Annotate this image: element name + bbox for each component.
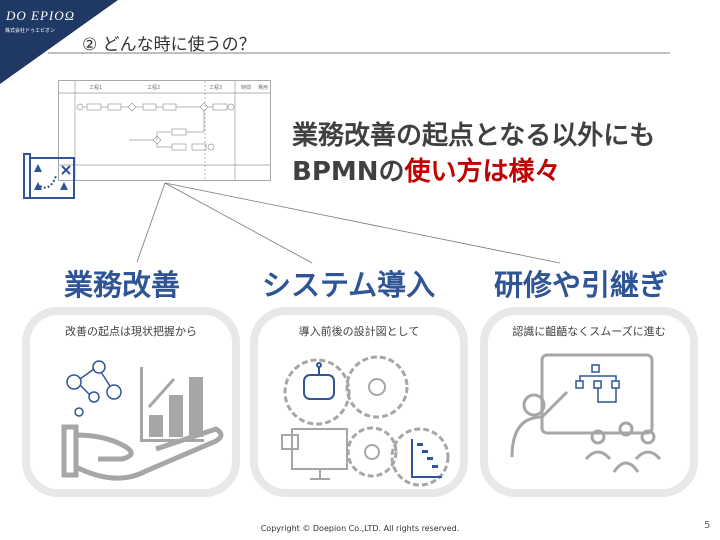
- diagram-header: 費用: [258, 85, 269, 91]
- corner-banner: [0, 0, 118, 84]
- card-caption: 導入前後の設計図として: [298, 325, 420, 338]
- bpmn-diagram-thumbnail: 工程1 工程2 工程3 時間 費用: [58, 80, 271, 181]
- diagram-header: 工程2: [147, 85, 161, 91]
- logo: DO EPIOΩ: [6, 8, 76, 23]
- presentation-icon: [510, 353, 662, 473]
- card-system: 導入前後の設計図として: [250, 307, 468, 497]
- diagram-header: 工程3: [209, 85, 223, 91]
- slide-title: ② どんな時に使うの？: [82, 35, 256, 55]
- headline-line1: 業務改善の起点となる以外にも: [292, 121, 656, 151]
- headline-prefix: BPMNの: [292, 157, 405, 187]
- copyright: Copyright © Doepion Co.,LTD. All rights …: [260, 524, 460, 533]
- page-number: 5: [704, 520, 711, 531]
- diagram-header: 時間: [241, 85, 252, 91]
- headline: 業務改善の起点となる以外にも BPMNの使い方は様々: [292, 118, 655, 190]
- headline-highlight: 使い方は様々: [404, 157, 561, 187]
- card-caption: 改善の起点は現状把握から: [65, 325, 197, 338]
- section-title-system: システム導入: [262, 268, 436, 302]
- section-title-improvement: 業務改善: [64, 268, 181, 302]
- hand-growth-chart-icon: [61, 360, 224, 481]
- connector-lines: [136, 182, 561, 264]
- logo-subtitle: 株式会社ドゥエピオン: [5, 28, 56, 34]
- card-caption: 認識に齟齬なくスムーズに進む: [512, 325, 666, 338]
- treasure-map-icon: [23, 153, 75, 199]
- section-title-training: 研修や引継ぎ: [494, 268, 669, 302]
- card-improvement: 改善の起点は現状把握から: [22, 307, 240, 497]
- gears-robot-icon: [281, 355, 450, 487]
- card-training: 認識に齟齬なくスムーズに進む: [480, 307, 698, 497]
- diagram-header: 工程1: [89, 85, 103, 91]
- title-divider: [48, 52, 670, 54]
